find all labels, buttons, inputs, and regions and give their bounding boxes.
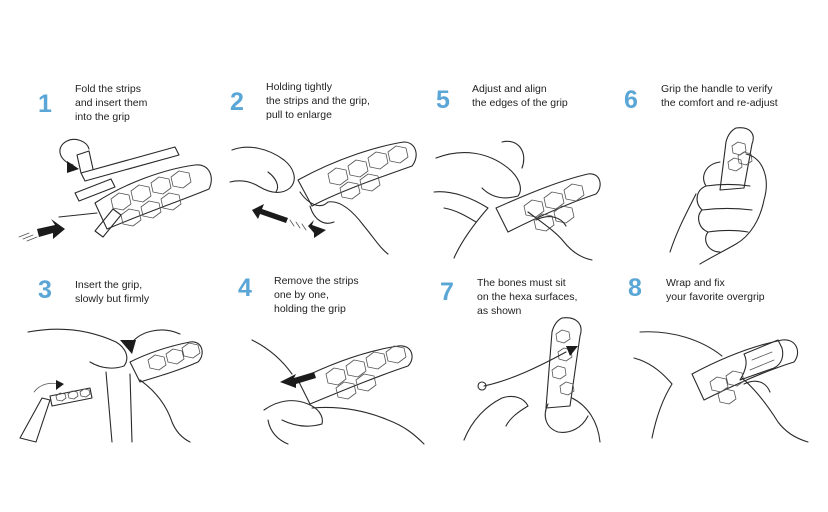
hand-right xyxy=(311,407,425,445)
grip xyxy=(297,345,413,405)
overgrip-tape xyxy=(739,339,784,381)
tool xyxy=(19,397,51,443)
hand-right xyxy=(741,377,809,443)
frame-tube xyxy=(433,191,489,259)
step-number: 1 xyxy=(38,90,52,118)
hand xyxy=(696,161,721,253)
caption-line: Holding tightly xyxy=(266,81,332,93)
caption-line: into the grip xyxy=(75,111,130,123)
curved-arrow-icon xyxy=(127,329,181,349)
hand-right xyxy=(139,379,191,443)
caption-line: the strips and the grip, xyxy=(266,95,370,107)
frame-tube xyxy=(633,357,673,439)
step-8-illustration xyxy=(633,331,809,443)
step-3-illustration xyxy=(19,328,203,443)
step-caption: Insert the grip, slowly but firmly xyxy=(75,278,149,306)
caption-line: pull to enlarge xyxy=(266,109,332,121)
tube xyxy=(105,371,133,443)
caption-line: the comfort and re-adjust xyxy=(661,97,778,109)
hand-left xyxy=(263,400,323,427)
hand-left xyxy=(27,328,128,369)
step-number: 8 xyxy=(628,274,642,302)
step-caption: Grip the handle to verify the comfort an… xyxy=(661,82,778,110)
step-1-illustration xyxy=(18,138,212,242)
step-4-illustration xyxy=(251,339,425,445)
caption-line: Adjust and align xyxy=(472,83,547,95)
grip xyxy=(495,173,601,233)
caption-line: slowly but firmly xyxy=(75,293,150,305)
strip xyxy=(80,146,180,182)
arrow-right-icon xyxy=(308,220,326,238)
step-number: 7 xyxy=(440,278,454,306)
hand-left xyxy=(435,152,521,199)
step-2-illustration xyxy=(229,141,417,255)
caption-line: the edges of the grip xyxy=(472,97,568,109)
caption-line: holding the grip xyxy=(274,303,346,315)
step-number: 5 xyxy=(436,86,450,114)
hand-right xyxy=(527,211,593,261)
step-5-illustration xyxy=(433,140,601,261)
step-number: 2 xyxy=(230,88,244,116)
step-caption: Fold the strips and insert them into the… xyxy=(75,82,147,124)
step-caption: The bones must sit on the hexa surfaces,… xyxy=(477,276,577,318)
caption-line: Remove the strips xyxy=(274,275,359,287)
caption-line: Insert the grip, xyxy=(75,279,143,291)
step-caption: Remove the strips one by one, holding th… xyxy=(274,274,359,316)
grip xyxy=(545,317,582,409)
caption-line: on the hexa surfaces, xyxy=(477,291,578,303)
arrow-left-icon xyxy=(280,372,316,388)
step-number: 6 xyxy=(624,86,638,114)
caption-line: one by one, xyxy=(274,289,329,301)
grip xyxy=(129,341,203,383)
step-caption: Adjust and align the edges of the grip xyxy=(472,82,568,110)
step-caption: Holding tightly the strips and the grip,… xyxy=(266,80,370,122)
rotate-arrow-icon xyxy=(59,138,90,166)
hand-right xyxy=(299,191,389,255)
caption-line: and insert them xyxy=(75,97,148,109)
hand-left xyxy=(463,395,529,441)
step-number: 4 xyxy=(238,274,252,302)
caption-line: Fold the strips xyxy=(75,83,141,95)
grip xyxy=(691,339,799,401)
hand-left xyxy=(229,146,295,194)
step-caption: Wrap and fix your favorite overgrip xyxy=(666,276,765,304)
caption-line: your favorite overgrip xyxy=(666,291,765,303)
arrow-right-icon xyxy=(37,219,65,239)
caption-line: Wrap and fix xyxy=(666,277,725,289)
grip xyxy=(94,164,212,230)
caption-line: The bones must sit xyxy=(477,277,566,289)
pointer xyxy=(483,351,567,387)
grip xyxy=(297,141,417,207)
hand-right xyxy=(544,403,589,433)
caption-line: as shown xyxy=(477,305,522,317)
caption-line: Grip the handle to verify xyxy=(661,83,773,95)
arrow-left-icon xyxy=(252,204,288,223)
step-7-illustration xyxy=(463,317,601,443)
step-number: 3 xyxy=(38,276,52,304)
grip xyxy=(719,127,754,191)
arrow-icon xyxy=(566,346,578,356)
step-6-illustration xyxy=(669,127,767,265)
hand-left xyxy=(639,331,723,357)
